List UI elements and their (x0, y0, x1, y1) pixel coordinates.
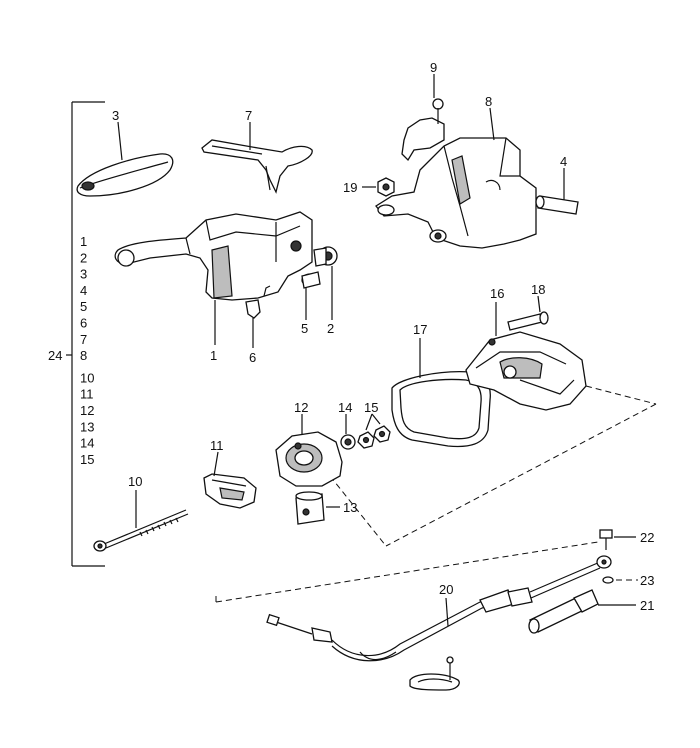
part-list-item: 2 (80, 250, 87, 265)
label-5: 5 (301, 321, 308, 336)
label-3: 3 (112, 108, 119, 123)
label-17: 17 (413, 322, 427, 337)
part-11-pawl (203, 473, 257, 509)
part-list-item: 12 (80, 403, 94, 418)
label-12: 12 (294, 400, 308, 415)
part-2-bushing (313, 246, 338, 267)
part-3-grip (76, 153, 174, 197)
group-bracket-24 (66, 101, 105, 567)
part-23-washer (602, 576, 614, 584)
part-list-item: 7 (80, 332, 87, 347)
part-8-housing (375, 137, 537, 249)
label-10: 10 (128, 474, 142, 489)
part-list-item: 8 (80, 348, 87, 363)
part-13-pin (295, 491, 325, 525)
part-21-sleeve (528, 589, 599, 634)
label-24: 24 (48, 348, 62, 363)
part-12-housing (275, 431, 343, 487)
part-list-item: 3 (80, 267, 87, 282)
label-2: 2 (327, 321, 334, 336)
label-13: 13 (343, 500, 357, 515)
part-list-item: 5 (80, 299, 87, 314)
label-4: 4 (560, 154, 567, 169)
label-19: 19 (343, 180, 357, 195)
label-14: 14 (338, 400, 352, 415)
part-list-item: 14 (80, 436, 94, 451)
part-16-base (465, 331, 587, 411)
part-17-gasket (391, 371, 491, 448)
part-6-clip (245, 285, 271, 319)
part-4-rod (535, 195, 579, 215)
label-8: 8 (485, 94, 492, 109)
part-7-cover (201, 139, 313, 194)
part-18-screw (507, 311, 549, 331)
label-1: 1 (210, 348, 217, 363)
part-list-item: 11 (80, 387, 94, 402)
label-15: 15 (364, 400, 378, 415)
part-14-spacer (340, 434, 356, 450)
part-5-pin (301, 271, 321, 289)
label-9: 9 (430, 60, 437, 75)
label-6: 6 (249, 350, 256, 365)
part-list-item: 13 (80, 419, 94, 434)
label-22: 22 (640, 530, 654, 545)
part-15-nuts (357, 425, 391, 449)
part-list-item: 4 (80, 283, 87, 298)
part-list-item: 10 (80, 370, 94, 385)
label-11: 11 (210, 438, 224, 453)
part-list-item: 1 (80, 234, 87, 249)
part-list-item: 15 (80, 452, 94, 467)
part-10-rod (93, 509, 189, 552)
label-23: 23 (640, 573, 654, 588)
part-clip-bottom (409, 656, 460, 691)
label-7: 7 (245, 108, 252, 123)
label-21: 21 (640, 598, 654, 613)
label-16: 16 (490, 286, 504, 301)
part-1-lever (114, 211, 313, 301)
part-19-nut (377, 177, 395, 197)
part-9-bracket (401, 98, 445, 162)
part-22-bolt (599, 529, 613, 550)
part-20-cable (266, 555, 612, 662)
label-18: 18 (531, 282, 545, 297)
label-20: 20 (439, 582, 453, 597)
part-list-item: 6 (80, 316, 87, 331)
